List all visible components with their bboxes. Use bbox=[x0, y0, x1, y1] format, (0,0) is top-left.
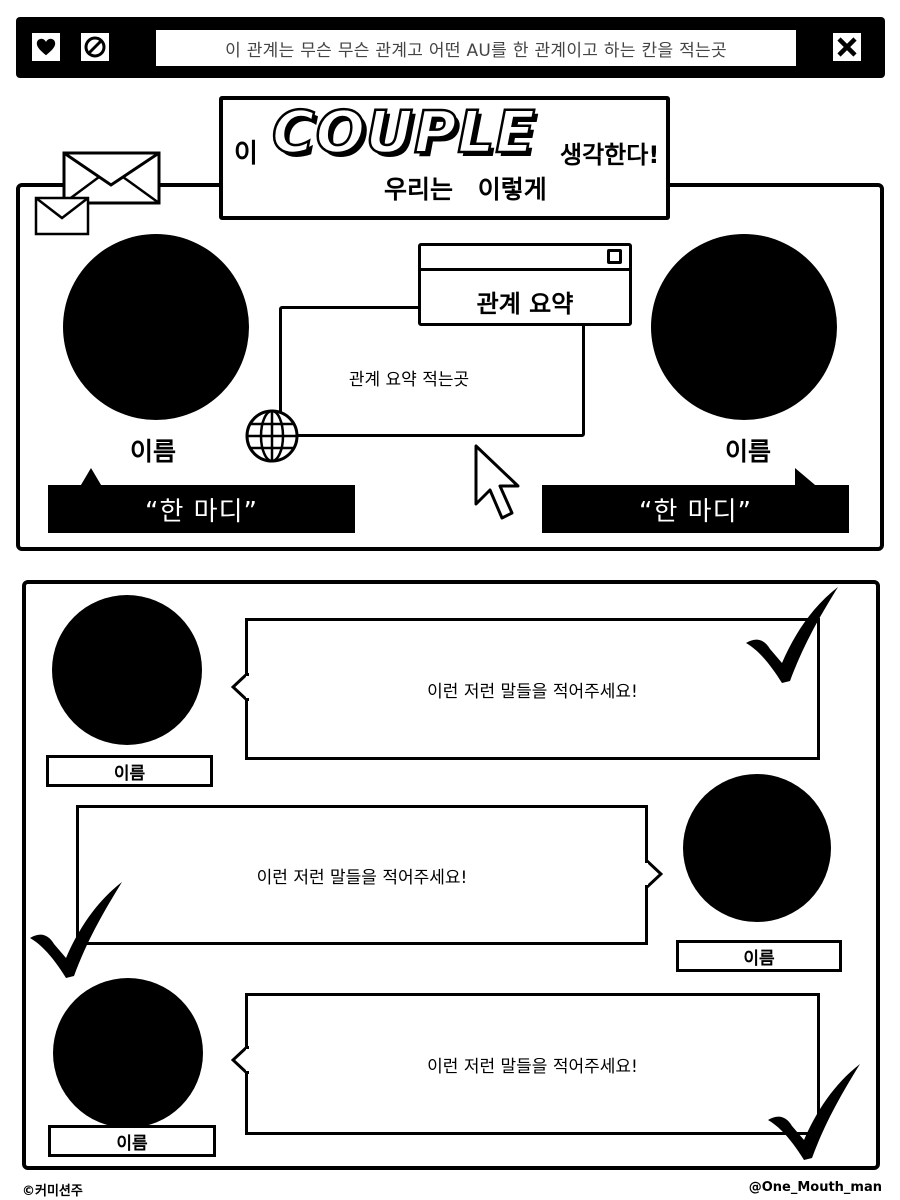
dialogue-3-name: 이름 bbox=[48, 1125, 216, 1157]
right-name: 이름 bbox=[724, 437, 771, 466]
footer-credit-left: ©커미션주 bbox=[22, 1184, 83, 1199]
dialogue-1-bubble: 이런 저런 말들을 적어주세요! bbox=[245, 618, 820, 760]
title-prefix: 이 bbox=[234, 139, 258, 169]
close-icon bbox=[837, 37, 857, 57]
dialogue-3-bubble: 이런 저런 말들을 적어주세요! bbox=[245, 993, 820, 1135]
left-quote-pointer bbox=[78, 468, 104, 490]
left-avatar[interactable] bbox=[63, 234, 249, 420]
right-quote: “한 마디” bbox=[542, 485, 849, 533]
forbidden-button[interactable] bbox=[78, 30, 112, 64]
check-icon bbox=[746, 587, 838, 683]
dialogue-2-name: 이름 bbox=[676, 940, 842, 972]
globe-icon bbox=[245, 409, 299, 463]
summary-title: 관계 요약 bbox=[476, 290, 574, 318]
summary-title-window bbox=[418, 243, 632, 326]
heart-icon bbox=[36, 38, 56, 56]
title-line2: 우리는 이렇게 bbox=[384, 175, 547, 204]
title-suffix: 생각한다! bbox=[560, 141, 660, 169]
dialogue-1-tail bbox=[231, 673, 249, 701]
address-input[interactable]: 이 관계는 무슨 무슨 관계고 어떤 AU를 한 관계이고 하는 칸을 적는곳 bbox=[156, 30, 796, 66]
dialogue-2-avatar[interactable] bbox=[683, 774, 831, 922]
dialogue-3-avatar[interactable] bbox=[53, 978, 203, 1128]
check-icon bbox=[768, 1064, 860, 1160]
right-quote-pointer bbox=[795, 468, 821, 490]
heart-button[interactable] bbox=[29, 30, 63, 64]
dialogue-1-avatar[interactable] bbox=[52, 595, 202, 745]
cursor-arrow-icon bbox=[474, 444, 520, 520]
close-button[interactable] bbox=[830, 30, 864, 64]
forbidden-icon bbox=[84, 36, 106, 58]
dialogue-1-name: 이름 bbox=[46, 755, 213, 787]
footer-credit-right: @One_Mouth_man bbox=[748, 1180, 882, 1195]
summary-body-text: 관계 요약 적는곳 bbox=[348, 370, 470, 390]
title-box bbox=[219, 96, 670, 220]
check-icon bbox=[30, 882, 122, 978]
dialogue-2-tail bbox=[645, 860, 663, 888]
summary-body-window bbox=[279, 306, 585, 437]
left-quote: “한 마디” bbox=[48, 485, 355, 533]
envelope-icon bbox=[34, 151, 161, 236]
window-square-icon[interactable] bbox=[607, 249, 622, 264]
summary-title-divider bbox=[421, 268, 629, 271]
dialogue-2-bubble: 이런 저런 말들을 적어주세요! bbox=[76, 805, 648, 945]
title-couple: COUPLE bbox=[271, 97, 537, 168]
right-avatar[interactable] bbox=[651, 234, 837, 420]
left-name: 이름 bbox=[129, 437, 176, 466]
dialogue-3-tail bbox=[231, 1046, 249, 1074]
